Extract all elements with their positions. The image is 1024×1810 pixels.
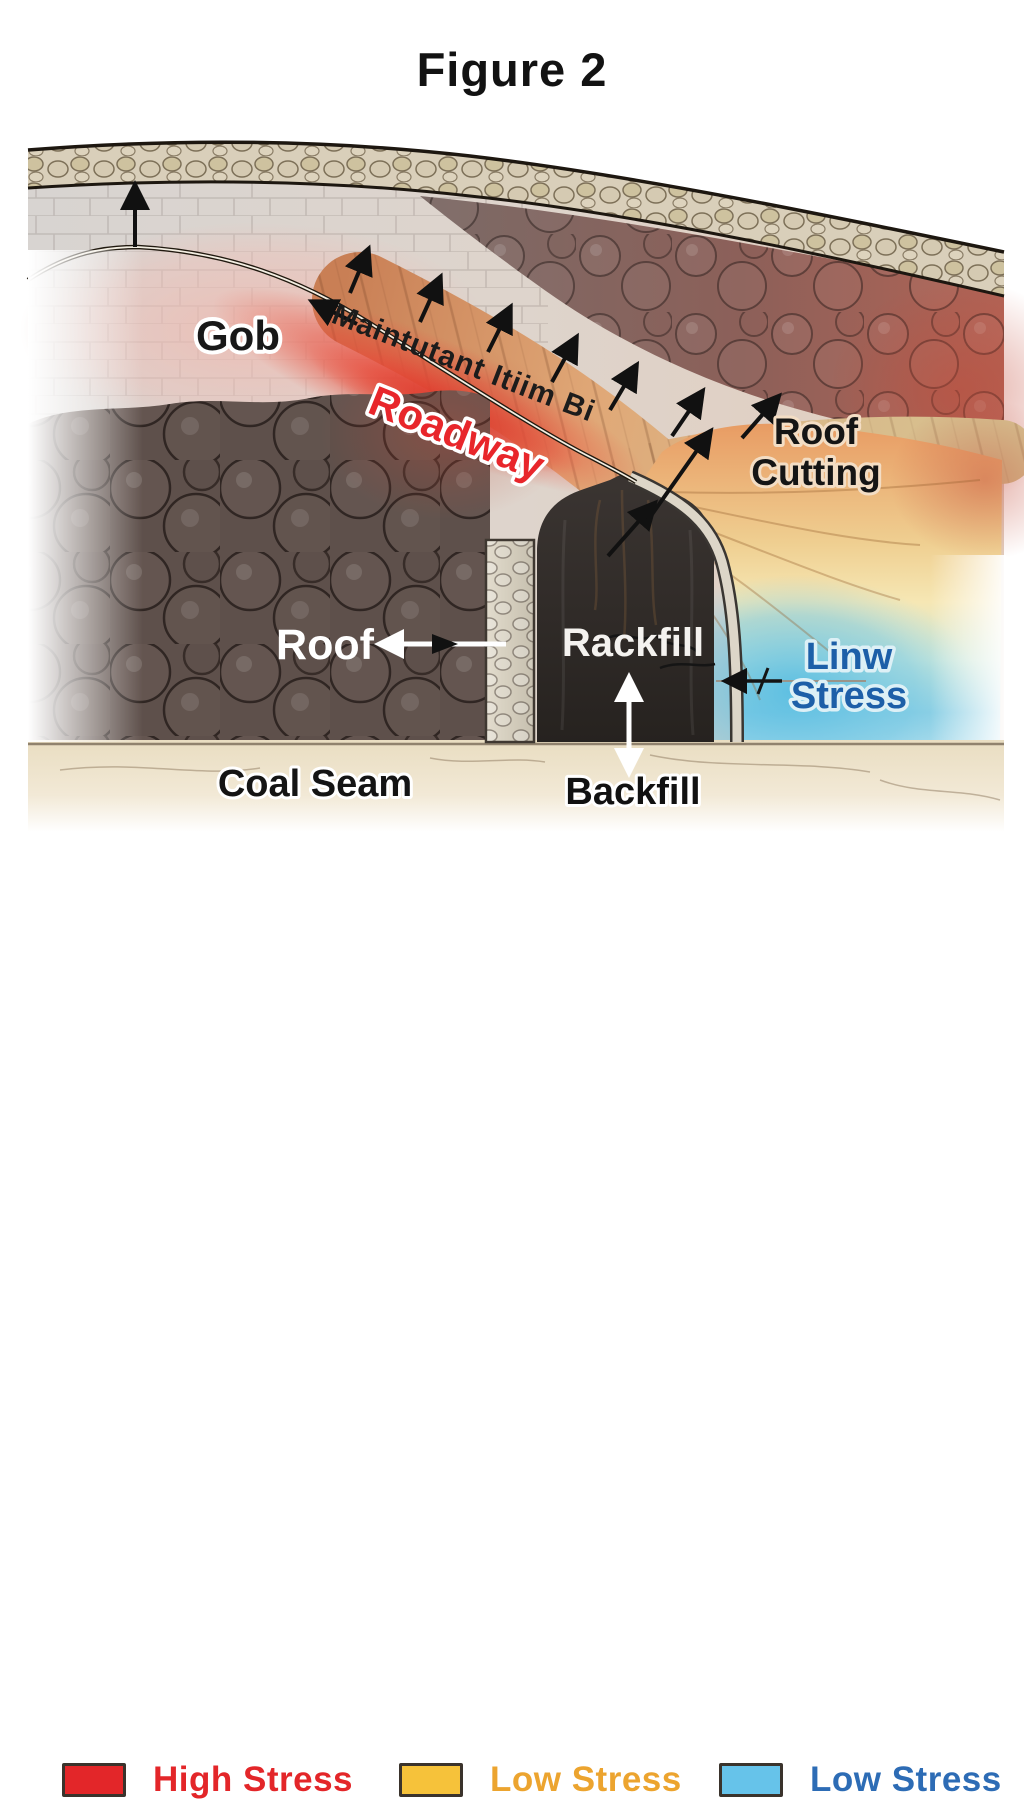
label-low-stress-1: Linw — [806, 636, 893, 678]
surface-band — [27, 140, 1005, 298]
legend-item-low-stress-blue: Low Stress — [719, 1750, 1002, 1810]
label-low-stress-2: Stress — [791, 675, 907, 717]
label-coal-seam: Coal Seam — [218, 763, 412, 805]
label-backfill: Backfill — [565, 771, 700, 813]
backfill-wall-arch — [537, 474, 716, 742]
label-roof-cutting-1: Roof — [774, 411, 859, 452]
masonry-pillar — [484, 538, 536, 744]
label-backfill-wall: Rackfill — [562, 621, 704, 665]
label-roof: Roof — [276, 621, 375, 669]
arch-scribbles — [604, 633, 716, 670]
stress-arrows — [120, 180, 782, 558]
label-gob: Gob — [196, 312, 280, 359]
low-stress-arrow — [716, 667, 866, 695]
legend-label: Low Stress — [490, 1760, 682, 1799]
roof-separation-line — [26, 244, 638, 484]
low-stress-yellow-swatch — [399, 1763, 463, 1797]
high-stress-swatch — [62, 1763, 126, 1797]
low-stress-blue-swatch — [719, 1763, 783, 1797]
left-edge-fade — [28, 250, 143, 742]
roof-arrow — [374, 629, 506, 659]
mining-cross-section-diagram: Gob Maintutant Itiim Bi Roadway Roof Cut… — [20, 140, 1024, 832]
legend-item-high-stress: High Stress — [62, 1750, 353, 1810]
legend-label: High Stress — [153, 1760, 353, 1799]
figure-title: Figure 2 — [416, 43, 608, 96]
legend-item-low-stress-yellow: Low Stress — [399, 1750, 682, 1810]
label-roof-cutting-2: Cutting — [751, 452, 880, 493]
legend: High Stress Low Stress Low Stress — [0, 872, 1024, 1799]
legend-label: Low Stress — [810, 1760, 1002, 1799]
coal-seam-floor — [28, 740, 1004, 832]
